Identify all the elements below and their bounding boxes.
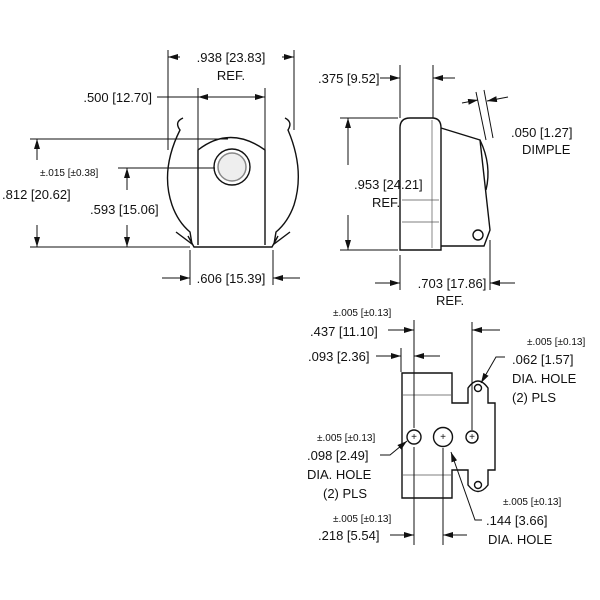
- tol-098: ±.005 [±0.13]: [317, 433, 375, 444]
- dim-dimple-note: DIMPLE: [522, 142, 571, 157]
- dim-098: .098 [2.49]: [307, 448, 368, 463]
- side-tab-hole: [472, 229, 484, 241]
- dim-437: .437 [11.10]: [310, 324, 378, 339]
- dim-side-height: .953 [24.21]: [354, 177, 423, 192]
- tol-062: ±.005 [±0.13]: [527, 337, 585, 348]
- dim-hole-height: .593 [15.06]: [90, 202, 159, 217]
- tab: [197, 136, 266, 245]
- bottom-body: [401, 372, 496, 499]
- tol-437: ±.005 [±0.13]: [333, 308, 391, 319]
- dim-width-ref-note: REF.: [217, 68, 245, 83]
- front-view: .938 [23.83] REF. .500 [12.70] .812 [20.…: [2, 50, 300, 286]
- hole-098-right: [465, 430, 479, 444]
- note-062-b: (2) PLS: [512, 390, 556, 405]
- dim-depth: .375 [9.52]: [318, 71, 379, 86]
- note-062-a: DIA. HOLE: [512, 371, 577, 386]
- svg-text:+: +: [411, 432, 417, 443]
- bottom-view: + + + ±.005 [±0.13] .437 [11.10] .093 [2…: [307, 308, 585, 547]
- hole-098-left: [406, 429, 422, 445]
- tol-218: ±.005 [±0.13]: [333, 514, 391, 525]
- dim-093: .093 [2.36]: [308, 349, 369, 364]
- clip-base: [187, 235, 279, 248]
- dim-width-ref: .938 [23.83]: [197, 50, 266, 65]
- dim-base-width: .606 [15.39]: [197, 271, 266, 286]
- dim-overall-depth-note: REF.: [436, 293, 464, 308]
- side-body: [399, 117, 442, 251]
- hole-144-center: [432, 426, 454, 448]
- terminal-hole-outer: [213, 148, 251, 186]
- dim-062: .062 [1.57]: [512, 352, 573, 367]
- note-098-b: (2) PLS: [323, 486, 367, 501]
- tol-144: ±.005 [±0.13]: [503, 497, 561, 508]
- clip-left-arm: [166, 117, 193, 246]
- mount-hole-top: [473, 383, 483, 393]
- side-spring-leaf: [440, 127, 491, 247]
- clip-right-arm: [273, 117, 299, 246]
- dim-height: .812 [20.62]: [2, 187, 71, 202]
- dim-side-height-note: REF.: [372, 195, 400, 210]
- note-144: DIA. HOLE: [488, 532, 553, 547]
- mount-hole-bottom: [473, 480, 483, 490]
- dim-hole-tolerance: ±.015 [±0.38]: [40, 168, 98, 179]
- note-098-a: DIA. HOLE: [307, 467, 372, 482]
- svg-text:+: +: [469, 432, 475, 443]
- dim-tab-width: .500 [12.70]: [83, 90, 152, 105]
- dim-overall-depth: .703 [17.86]: [418, 276, 487, 291]
- terminal-hole: [217, 152, 247, 182]
- side-view: .375 [9.52] .050 [1.27] DIMPLE .953 [24.…: [318, 65, 572, 308]
- dim-218: .218 [5.54]: [318, 528, 379, 543]
- dim-dimple: .050 [1.27]: [511, 125, 572, 140]
- dim-144: .144 [3.66]: [486, 513, 547, 528]
- svg-text:+: +: [440, 432, 446, 443]
